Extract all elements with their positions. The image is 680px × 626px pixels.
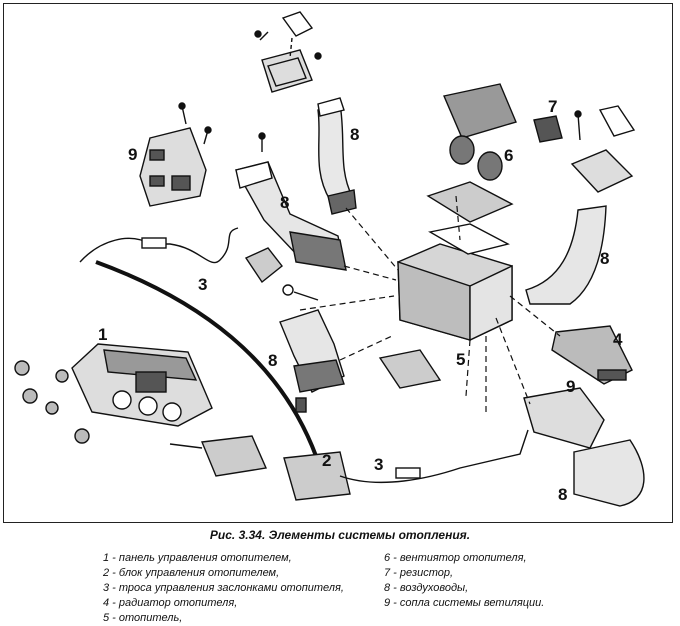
duct-top: [317, 97, 357, 215]
callout-8-middle: 8: [268, 351, 277, 370]
legend-item: 6 - вентиятор отопителя,: [384, 552, 527, 564]
figure-caption: Рис. 3.34. Элементы системы отопления.: [209, 528, 471, 542]
legend-left: 1 - панель управления отопителем, 2 - бл…: [103, 551, 344, 626]
duct-middle: [279, 309, 345, 413]
legend-item: 7 - резистор,: [384, 567, 454, 579]
legend-right: 6 - вентиятор отопителя, 7 - резистор, 8…: [384, 551, 544, 611]
callout-3-lower: 3: [374, 455, 383, 474]
heater-radiator: [551, 325, 633, 385]
legend-item: 8 - воздуховоды,: [384, 582, 469, 594]
heating-system-diagram: 1 2 3 3 4 5 6 7 8 8 8 8 8 9 9: [14, 11, 645, 507]
legend-item: 9 - сопла системы ветиляции.: [384, 597, 545, 609]
control-block: [169, 435, 351, 501]
control-panel: [71, 343, 213, 427]
callout-9-left: 9: [128, 145, 137, 164]
cable-upper: [79, 227, 239, 264]
callout-7: 7: [548, 97, 557, 116]
callout-4: 4: [613, 330, 623, 349]
top-vent-nozzle: [254, 11, 322, 93]
callout-8-upper-left: 8: [280, 193, 289, 212]
legend-item: 4 - радиатор отопителя,: [103, 597, 238, 609]
legend-item: 2 - блок управления отопителем,: [103, 567, 280, 579]
cable-long: [95, 260, 318, 457]
figure-frame: [3, 3, 673, 523]
duct-right: [525, 105, 636, 305]
callout-8-bottom-right: 8: [558, 485, 567, 504]
heater-unit: [378, 181, 514, 389]
callout-1: 1: [98, 325, 107, 344]
cable-lower: [339, 429, 529, 484]
control-knobs: [14, 360, 90, 444]
vent-nozzle-right: [523, 387, 645, 507]
callout-2: 2: [322, 451, 331, 470]
callout-9-right: 9: [566, 377, 575, 396]
callout-6: 6: [504, 146, 513, 165]
callout-8-top: 8: [350, 125, 359, 144]
duct-upper-left: [234, 132, 347, 271]
blower-fan: [443, 83, 517, 181]
callout-8-right: 8: [600, 249, 609, 268]
servo-motor: [244, 247, 319, 301]
legend-item: 1 - панель управления отопителем,: [103, 552, 292, 564]
vent-nozzle-left: [139, 102, 212, 207]
resistor: [533, 115, 563, 143]
callout-3-upper: 3: [198, 275, 207, 294]
legend-item: 3 - троса управления заслонками отопител…: [103, 582, 344, 594]
callout-5: 5: [456, 350, 465, 369]
